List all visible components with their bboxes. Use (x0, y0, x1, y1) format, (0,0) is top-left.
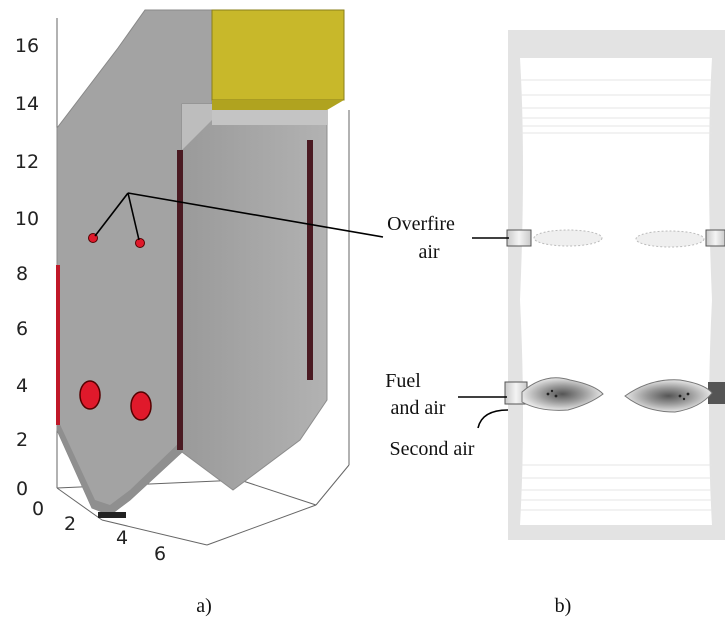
vertical-axis: 0 2 4 6 8 10 12 14 16 (15, 35, 39, 500)
v-tick-0: 0 (16, 478, 28, 500)
label-second-air: Second air (390, 438, 475, 460)
burner-port-right (130, 391, 152, 421)
overfire-jet-left (533, 229, 603, 247)
center-wall-edge (177, 150, 183, 450)
v-tick-6: 6 (16, 318, 28, 340)
mesh-lines-top (520, 79, 712, 134)
x-axis: 0 2 4 6 (32, 498, 166, 565)
v-tick-12: 12 (15, 151, 39, 173)
flame-left (521, 377, 604, 411)
caption-b: b) (555, 595, 572, 617)
caption-a: a) (196, 595, 212, 617)
v-tick-10: 10 (15, 208, 39, 230)
burner-nozzle-right (708, 382, 725, 404)
v-tick-2: 2 (16, 429, 28, 451)
left-wall-edge (56, 265, 60, 425)
roof-front-edge (212, 100, 344, 110)
overfire-nozzle-left (506, 229, 532, 247)
burner-port-left (79, 380, 101, 410)
overfire-jet-right (635, 230, 705, 248)
overfire-nozzle-right (705, 229, 725, 247)
v-tick-8: 8 (16, 263, 28, 285)
v-tick-14: 14 (15, 93, 39, 115)
overfire-leader-lines (94, 192, 384, 241)
x-tick-0: 0 (32, 498, 44, 520)
furnace-side-face (181, 103, 328, 491)
label-overfire-2: air (418, 241, 439, 263)
right-wall-edge (307, 140, 313, 380)
panel-b: Overfire air Fuel and air Second air b) (385, 30, 725, 617)
bottom-slit (98, 512, 126, 518)
x-tick-4: 4 (116, 527, 128, 549)
panel-a: 0 2 4 6 8 10 12 14 16 0 2 4 6 a) (15, 9, 384, 617)
flame-right (624, 379, 713, 413)
mesh-lines-bottom (520, 464, 712, 511)
second-air-leader (477, 409, 509, 429)
furnace-section-interior (520, 58, 712, 525)
flame-core-dots (546, 389, 690, 401)
roof-top (211, 9, 345, 101)
overfire-port-right (135, 238, 145, 248)
label-fuel-2: and air (391, 397, 446, 419)
label-overfire-1: Overfire (387, 213, 455, 235)
v-tick-16: 16 (15, 35, 39, 57)
label-fuel-1: Fuel (385, 370, 421, 392)
nose-edge (182, 104, 212, 150)
hopper-face (57, 418, 182, 515)
x-tick-6: 6 (154, 543, 166, 565)
v-tick-4: 4 (16, 375, 28, 397)
x-tick-2: 2 (64, 513, 76, 535)
